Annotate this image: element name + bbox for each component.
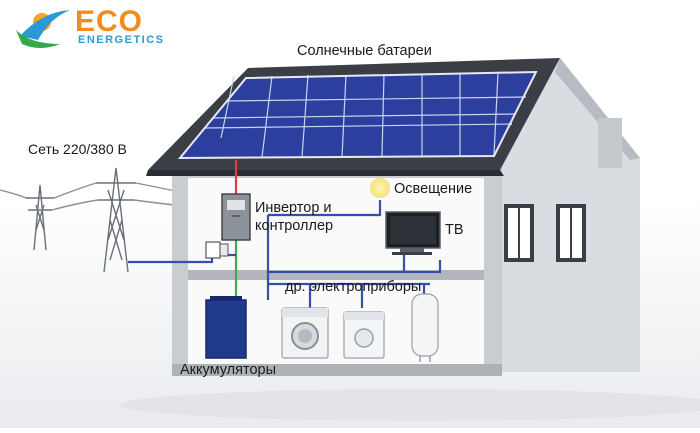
dryer-icon [343,311,385,359]
cable-main [266,215,442,274]
washing-machine-icon [281,307,329,359]
tv-icon [385,211,441,255]
label-appliances: др. электроприборы [285,279,422,295]
house-shadow [120,389,700,421]
roof-edge [146,170,504,176]
label-batteries: Аккумуляторы [180,362,277,378]
battery-icon [205,296,247,359]
cables [128,160,442,330]
label-grid: Сеть 220/380 В [28,141,127,157]
pylon-icon [0,167,211,273]
inverter-icon [221,193,251,241]
floor-slab [188,270,484,280]
label-inverter-line2: контроллер [255,218,334,234]
foundation [172,364,502,376]
label-tv: ТВ [445,222,464,238]
boiler-icon [411,293,439,362]
meter-box-icon [205,241,229,259]
logo-sun-icon [16,10,70,48]
logo-sub-text: ENERGETICS [78,34,165,46]
lamp-icon [370,178,390,198]
label-lighting: Освещение [394,181,473,197]
label-solar-panels: Солнечные батареи [297,43,432,59]
chimney [598,118,622,168]
solar-panel-icon [177,70,538,160]
logo-brand-text: ECO [75,5,144,38]
label-inverter-line1: Инвертор и [255,200,332,216]
window-icon [504,204,586,262]
